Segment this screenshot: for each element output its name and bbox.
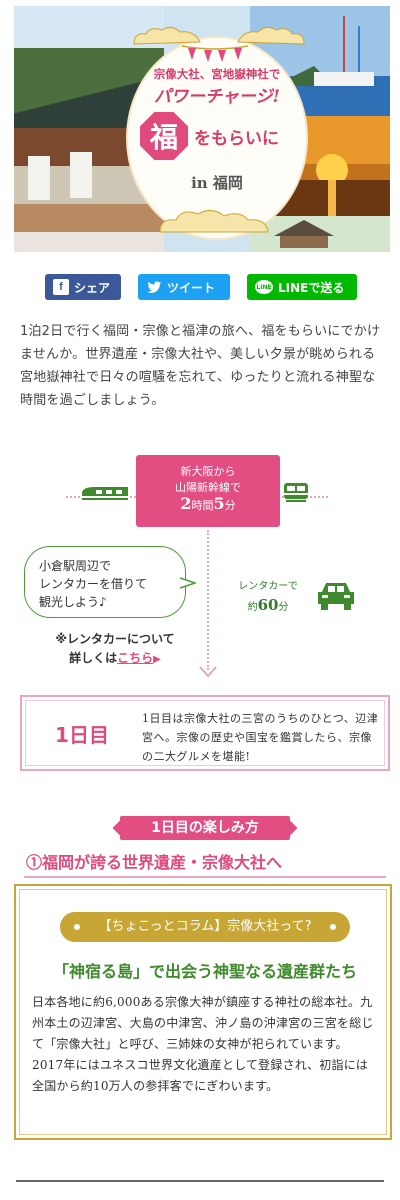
arrow-down-icon xyxy=(199,666,217,678)
hero-subtitle: 宗像大社、宮地嶽神社で xyxy=(153,67,281,81)
play-arrow-icon: ▶ xyxy=(153,654,161,665)
rental-note: ※レンタカーについて 詳しくはこちら▶ xyxy=(40,630,190,669)
train-icon xyxy=(284,483,308,502)
bubble-line-2: レンタカーを借りて xyxy=(39,577,148,591)
facebook-share-label: シェア xyxy=(74,280,111,295)
hero-fuku-text: をもらいに xyxy=(194,129,279,149)
route-vertical-line xyxy=(207,530,209,670)
car-prefix: 約 xyxy=(247,602,258,613)
bubble-tail-icon xyxy=(180,577,196,589)
route-line-name: 山陽新幹線で xyxy=(175,481,241,494)
bubble-line-1: 小倉駅周辺で xyxy=(39,559,112,573)
car-unit: 分 xyxy=(278,602,289,613)
twitter-bird-icon xyxy=(146,279,162,295)
intro-text: 1泊2日で行く福岡・宗像と福津の旅へ、福をもらいにでかけませんか。世界遺産・宗像… xyxy=(20,324,381,408)
hero-location: in 福岡 xyxy=(191,174,243,192)
car-minutes: 60 xyxy=(257,596,279,614)
rental-car-bubble: 小倉駅周辺で レンタカーを借りて 観光しよう♪ xyxy=(24,546,186,618)
facebook-icon: f xyxy=(53,279,69,295)
hero-banner: 宗像大社、宮地嶽神社で パワーチャージ! 福 をもらいに in 福岡 xyxy=(14,6,390,252)
line-share-button[interactable]: LINE LINEで送る xyxy=(247,274,357,300)
car-icon xyxy=(318,583,354,610)
line-logo-icon: LINE xyxy=(255,280,273,294)
route-from: 新大阪から xyxy=(180,465,236,478)
cloud-ornament-icon xyxy=(159,210,269,233)
rental-note-line-1: ※レンタカーについて xyxy=(55,632,175,646)
day-description: 1日目は宗像大社の三宮のうちのひとつ、辺津宮へ。宗像の歴史や国宝を鑑賞したら、宗… xyxy=(142,712,379,763)
day-label: 1日目 xyxy=(55,723,109,747)
section-title: ①福岡が誇る世界遺産・宗像大社へ xyxy=(26,853,283,872)
route-minutes: 5 xyxy=(213,494,225,513)
twitter-share-label: ツイート xyxy=(167,280,216,295)
day-1-summary: 1日目 1日目は宗像大社の三宮のうちのひとつ、辺津宮へ。宗像の歴史や国宝を鑑賞し… xyxy=(20,695,390,771)
shinkansen-icon xyxy=(82,487,128,500)
bottom-divider xyxy=(16,1180,384,1182)
car-duration: レンタカーで 約60分 xyxy=(222,578,314,617)
route-hours: 2 xyxy=(180,494,192,513)
bunting-icon xyxy=(182,45,248,62)
car-label: レンタカーで xyxy=(238,581,298,592)
enjoy-tag: 1日目の楽しみ方 xyxy=(120,816,290,840)
section-divider xyxy=(24,876,386,878)
route-duration: 2時間5分 xyxy=(136,496,280,514)
cloud-ornament-icon xyxy=(133,26,201,45)
route-hours-unit: 時間 xyxy=(191,499,214,512)
facebook-share-button[interactable]: f シェア xyxy=(45,274,121,300)
hero-main-title: パワーチャージ! xyxy=(154,87,280,107)
rental-details-link[interactable]: こちら xyxy=(117,651,154,665)
bubble-line-3: 観光しよう♪ xyxy=(39,595,107,609)
column-heading: 「神宿る島」で出会う神聖なる遺産群たち xyxy=(52,962,357,981)
line-share-label: LINEで送る xyxy=(278,280,345,295)
share-buttons: f シェア ツイート LINE LINEで送る xyxy=(0,274,400,300)
shinkansen-route-box: 新大阪から 山陽新幹線で 2時間5分 xyxy=(136,455,280,527)
fuku-badge: 福 xyxy=(140,112,188,160)
twitter-share-button[interactable]: ツイート xyxy=(138,274,230,300)
cloud-ornament-icon xyxy=(237,26,305,45)
rental-note-prefix: 詳しくは xyxy=(69,651,118,665)
column-body: 日本各地に約6,000ある宗像大神が鎮座する神社の総本社。九州本土の辺津宮、大島… xyxy=(32,995,374,1093)
route-minutes-unit: 分 xyxy=(224,499,236,512)
column-title-pill: 【ちょこっとコラム】宗像大社って? xyxy=(60,912,350,942)
